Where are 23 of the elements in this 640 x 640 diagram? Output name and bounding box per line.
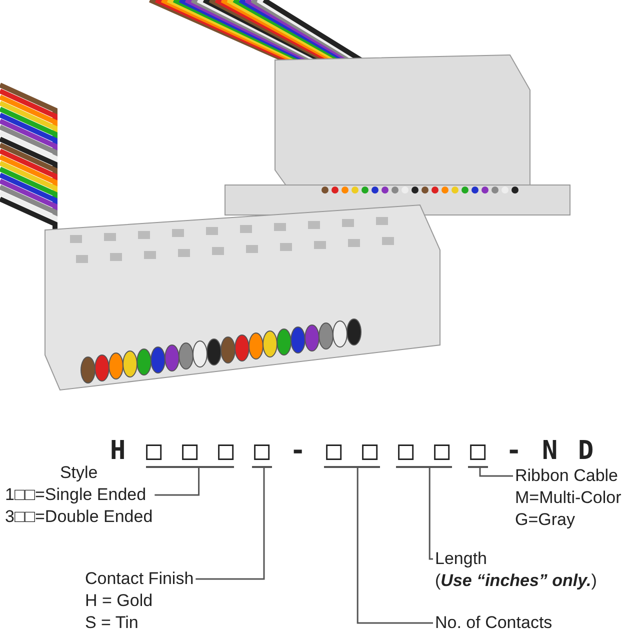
leader-line [479,468,513,477]
leader-line [428,468,433,560]
leader-line [154,468,200,496]
option-text: G=Gray [515,509,576,531]
leader-line [196,468,265,580]
heading-text: Contact Finish [85,568,194,590]
option-text: M=Multi-Color [515,487,622,509]
code-underline [468,466,488,468]
option-text: (Use “inches” only.) [435,570,597,592]
option-text: H = Gold [85,590,154,612]
code-underline [252,466,272,468]
part-number-code: H□□□□-□□□□□-ND [110,436,614,466]
heading-text: No. of Contacts [435,612,552,634]
option-text: S = Tin [85,612,140,634]
code-underline [396,466,452,468]
heading-text: Style [58,462,99,484]
heading-text: Length [435,548,488,570]
heading-text: Ribbon Cable [515,465,620,487]
option-text: 3□□=Double Ended [5,506,153,528]
code-underline [324,466,380,468]
code-underline [146,466,234,468]
leader-line [356,468,433,624]
option-text: 1□□=Single Ended [5,484,148,506]
